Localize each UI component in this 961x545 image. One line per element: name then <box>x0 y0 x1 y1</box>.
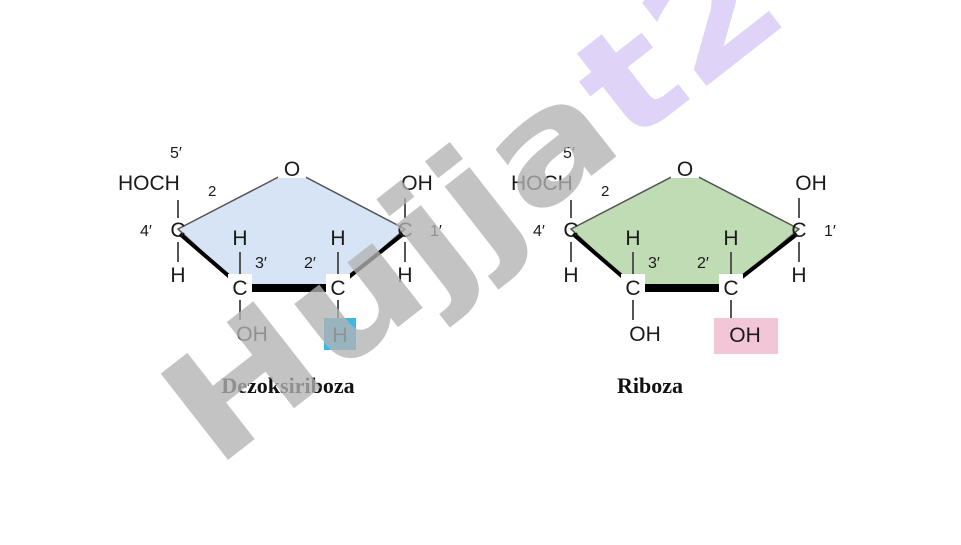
c3-oh-label: OH <box>629 323 661 346</box>
deoxyribose-caption: Dezoksiriboza <box>221 373 354 398</box>
c5-subscript: 2 <box>208 183 216 200</box>
bond-c2-c1 <box>731 232 799 286</box>
c4-h-label: H <box>170 264 185 287</box>
c2-highlight <box>324 318 356 350</box>
c4-prime-label: 4′ <box>140 223 152 240</box>
c5-group-label: HOCH <box>118 172 180 195</box>
c1-atom-label: C <box>791 219 806 242</box>
c3-prime-label: 3′ <box>648 255 660 272</box>
c3-atom-label: C <box>625 277 640 300</box>
c2-substituent-label: H <box>332 324 347 347</box>
ring-oxygen-label: O <box>284 158 300 181</box>
c4-atom-label: C <box>563 219 578 242</box>
c2-atom-label: C <box>723 277 738 300</box>
ribose-caption: Riboza <box>617 373 683 398</box>
c3-atom-label: C <box>232 277 247 300</box>
deoxyribose-molecule: O 5′ HOCH 2 4′ C H OH C 1′ H H 3′ C OH H… <box>118 145 442 398</box>
c1-oh-label: OH <box>795 172 827 195</box>
c3-oh-label: OH <box>236 323 268 346</box>
c2-substituent-label: OH <box>729 324 761 347</box>
c2-atom-label: C <box>330 277 345 300</box>
c3-h-label: H <box>232 227 247 250</box>
ring-oxygen-label: O <box>677 158 693 181</box>
c2-highlight <box>714 318 778 354</box>
c5-subscript: 2 <box>601 183 609 200</box>
c1-prime-label: 1′ <box>430 223 442 240</box>
c4-prime-label: 4′ <box>533 223 545 240</box>
c1-atom-label: C <box>397 219 412 242</box>
c5-prime-label: 5′ <box>563 145 575 162</box>
c5-prime-label: 5′ <box>170 145 182 162</box>
c2-prime-label: 2′ <box>697 255 709 272</box>
c5-group-label: HOCH <box>511 172 573 195</box>
ribose-molecule: O 5′ HOCH 2 4′ C H OH C 1′ H H 3′ C OH H… <box>511 145 836 398</box>
bond-c2-c1 <box>338 232 405 286</box>
c3-prime-label: 3′ <box>255 255 267 272</box>
c2-h-label: H <box>723 227 738 250</box>
c1-h-label: H <box>397 264 412 287</box>
c1-oh-label: OH <box>401 172 433 195</box>
c1-h-label: H <box>791 264 806 287</box>
c4-h-label: H <box>563 264 578 287</box>
c3-h-label: H <box>625 227 640 250</box>
c2-prime-label: 2′ <box>304 255 316 272</box>
c4-atom-label: C <box>170 219 185 242</box>
c1-prime-label: 1′ <box>824 223 836 240</box>
c2-h-label: H <box>330 227 345 250</box>
